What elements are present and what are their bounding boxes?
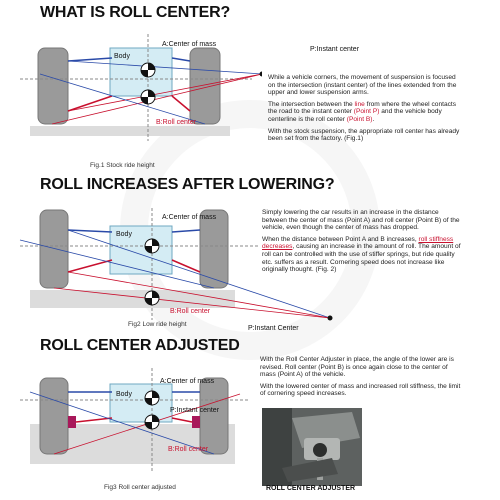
fig1-ground <box>30 126 230 136</box>
section-3-text: With the Roll Center Adjuster in place, … <box>260 356 465 402</box>
fig1-roll-center-label: B:Roll center <box>156 119 197 126</box>
fig2-left-upper-arm <box>67 229 113 233</box>
fig3-caption: Fig3 Roll center adjusted <box>104 484 176 491</box>
adjuster-photo-illustration <box>262 408 362 486</box>
fig2-upper-extension <box>67 229 331 319</box>
fig1-right-lower-arm <box>171 95 191 112</box>
fig1-diagram: Body A:Center of mass B:Roll center <box>20 34 262 141</box>
fig2-instant-center-label: P:Instant Center <box>248 325 299 332</box>
fig1-lower-extension <box>67 73 262 112</box>
photo-caption: ROLL CENTER ADJUSTER <box>266 485 356 492</box>
fig3-center-of-mass-marker <box>144 390 160 406</box>
fig1-roll-center-marker <box>140 89 156 105</box>
fig3-diagram: Body A:Center of mass P:Instant center B… <box>20 368 250 472</box>
fig3-right-wheel <box>199 377 229 455</box>
fig2-roll-line <box>53 287 331 319</box>
fig2-caption: Fig2 Low ride height <box>128 321 187 328</box>
section-1-paragraph-2: The intersection between the line from w… <box>268 100 457 123</box>
fig2-right-upper-arm <box>171 229 201 233</box>
section-2-title: ROLL INCREASES AFTER LOWERING? <box>40 176 335 193</box>
fig2-body-label: Body <box>116 231 132 238</box>
section-1-title: WHAT IS ROLL CENTER? <box>40 4 231 21</box>
section-2-text: Simply lowering the car results in an in… <box>262 209 462 278</box>
fig3-body <box>109 383 173 423</box>
fig1-upper-extension <box>67 60 262 75</box>
fig3-roll-center-label: B:Roll center <box>168 446 209 453</box>
section-2-paragraph-2: When the distance between Point A and B … <box>262 235 461 274</box>
fig2-right-lower-arm <box>171 259 201 273</box>
fig1-left-wheel <box>37 47 69 125</box>
fig2-center-of-mass-label: A:Center of mass <box>162 214 217 221</box>
fig2-ground <box>30 290 235 308</box>
fig2-center-of-mass-marker <box>144 238 160 254</box>
section-1-paragraph-1: While a vehicle corners, the movement of… <box>268 74 457 97</box>
fig3-right-adjuster <box>192 416 200 428</box>
fig2-diagram: Body A:Center of mass B:Roll center P:In… <box>19 208 333 332</box>
fig3-left-lower-arm <box>75 417 113 423</box>
fig1-center-of-mass-label: A:Center of mass <box>162 41 217 48</box>
section-1-text: While a vehicle corners, the movement of… <box>268 74 464 147</box>
section-3-paragraph-1: With the Roll Center Adjuster in place, … <box>260 356 454 379</box>
fig1-body-label: Body <box>114 53 130 60</box>
fig3-body-label: Body <box>116 391 132 398</box>
fig2-left-wheel <box>39 209 69 289</box>
fig1-center-of-mass-marker <box>140 62 156 78</box>
section-1-paragraph-3: With the stock suspension, the appropria… <box>268 127 460 143</box>
fig1-left-upper-arm <box>67 57 113 62</box>
section-3-paragraph-2: With the lowered center of mass and incr… <box>260 382 461 398</box>
fig2-roll-line-2 <box>19 239 215 289</box>
fig3-right-lower-arm <box>171 417 193 423</box>
fig1-roll-line <box>51 73 262 125</box>
fig1-instant-center-label-outer: P:Instant center <box>310 46 360 53</box>
fig3-center-of-mass-label: A:Center of mass <box>160 378 215 385</box>
fig3-left-wheel <box>39 377 69 455</box>
fig3-roll-center-marker <box>144 414 160 430</box>
fig3-roll-line-2 <box>29 391 215 455</box>
section-3-title: ROLL CENTER ADJUSTED <box>40 337 240 354</box>
roll-center-adjuster-photo <box>262 408 362 486</box>
fig2-lower-extension <box>67 271 331 319</box>
fig1-roll-line-2 <box>39 73 206 125</box>
fig2-roll-center-marker <box>144 290 160 306</box>
fig2-instant-center-dot <box>327 315 333 321</box>
fig2-body <box>109 225 173 275</box>
fig1-left-lower-arm <box>67 95 113 112</box>
fig1-caption: Fig.1 Stock ride height <box>90 162 155 169</box>
fig1-right-upper-arm <box>171 57 191 62</box>
fig2-roll-center-label: B:Roll center <box>170 308 211 315</box>
fig3-instant-center-label: P:Instant center <box>170 407 220 414</box>
fig1-instant-center-dot <box>259 71 262 77</box>
section-2-paragraph-1: Simply lowering the car results in an in… <box>262 209 460 232</box>
fig1-right-wheel <box>189 47 221 125</box>
fig3-left-adjuster <box>68 416 76 428</box>
fig2-left-lower-arm <box>67 259 113 273</box>
fig2-right-wheel <box>199 209 229 289</box>
